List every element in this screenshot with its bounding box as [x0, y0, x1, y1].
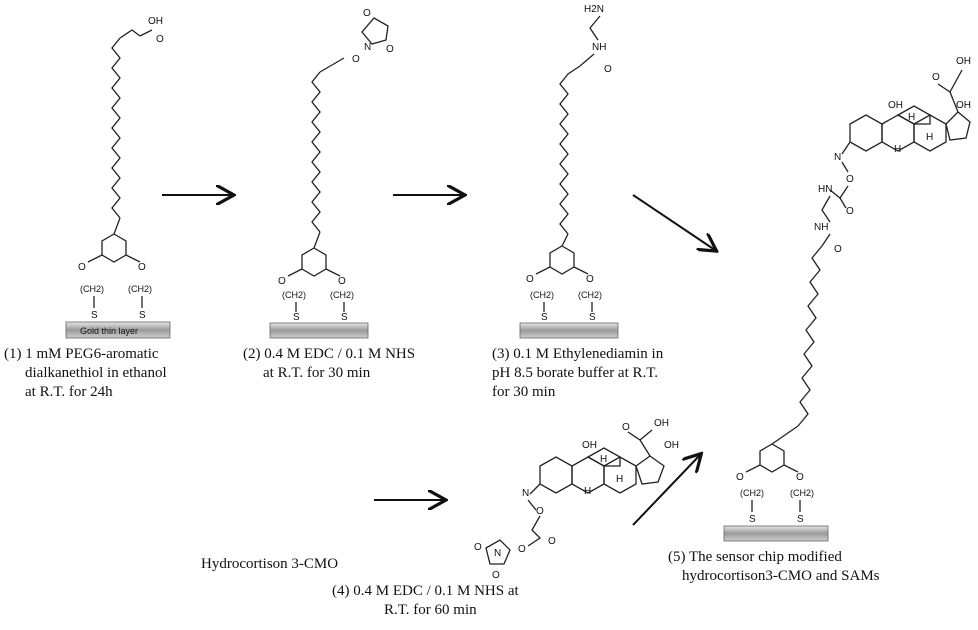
steroid-h-1: H [600, 454, 607, 465]
final-steroid-ring-c2 [913, 114, 947, 152]
final-oxime-n: N [834, 152, 841, 163]
acid-oh-label: OH [148, 16, 163, 27]
caption-step-4: (4) 0.4 M EDC / 0.1 M NHS at R.T. for 60… [332, 583, 522, 618]
sulfur-right-2: S [341, 312, 348, 323]
gold-surface-2 [269, 322, 369, 339]
ether-o-right-2: O [338, 276, 346, 287]
nhs-ring-2 [361, 17, 389, 45]
structure-1: OH O O O (CH2) (CH2) S S Gold thin layer [65, 16, 171, 339]
final-sulfur-right: S [797, 514, 804, 525]
structure-2: O N O O O O (CH2) (CH2) S S [269, 8, 394, 339]
acid-o-label: O [156, 34, 164, 45]
peg-chain-2 [311, 71, 321, 233]
benzene-ring-2 [301, 247, 327, 277]
amine-h2n-label-3: H2N [584, 4, 604, 15]
final-nh-label: NH [814, 222, 828, 233]
final-alkyl-left: (CH2) [740, 488, 764, 498]
steroid-ring-a [539, 456, 573, 494]
final-h-1: H [908, 112, 915, 123]
sulfur-right-1: S [139, 310, 146, 321]
nhs-o-top-4: O [474, 542, 482, 553]
gold-surface-3 [519, 322, 619, 339]
caption-step-3: (3) 0.1 M Ethylenediamin in pH 8.5 borat… [492, 346, 667, 400]
sulfur-left-3: S [541, 312, 548, 323]
final-oh-17: OH [956, 100, 971, 111]
alkyl-left-2: (CH2) [282, 290, 306, 300]
nhs-n-label-4: N [494, 548, 501, 559]
final-ether-o-left: O [736, 472, 744, 483]
steroid-oh-21: OH [654, 418, 669, 429]
alkyl-right-2: (CH2) [330, 290, 354, 300]
final-amide-o-2: O [834, 244, 842, 255]
nhs-n-label-2: N [364, 42, 371, 53]
final-amide-o-1: O [846, 206, 854, 217]
cmo-ester-o: O [518, 544, 526, 555]
final-o-ketone: O [932, 72, 940, 83]
oxime-n-label: N [522, 488, 529, 499]
steroid-h-2: H [616, 474, 623, 485]
gold-surface-5 [723, 525, 829, 542]
nhs-o-bottom-4: O [492, 570, 500, 581]
amide-o-label-3: O [604, 64, 612, 75]
caption-step-1: (1) 1 mM PEG6-aromatic dialkanethiol in … [4, 346, 170, 400]
final-oxime-o: O [846, 174, 854, 185]
nhs-ring-4 [485, 539, 511, 565]
final-peg-chain [797, 245, 823, 427]
nhs-o-bottom-2: O [386, 44, 394, 55]
nhs-o-top-2: O [363, 8, 371, 19]
final-oh-11: OH [888, 100, 903, 111]
peg-chain-1 [111, 37, 121, 219]
alkyl-left-1: (CH2) [80, 284, 104, 294]
steroid-ring-c [586, 447, 621, 467]
final-sensor-structure: O OH OH OH H H H N O HN O NH O O O (CH2)… [723, 56, 971, 542]
final-steroid-ring-c [896, 105, 931, 125]
ether-o-left-2: O [278, 276, 286, 287]
alkyl-left-3: (CH2) [530, 290, 554, 300]
arrow-step-5 [632, 455, 700, 526]
hydrocortison-label: Hydrocortison 3-CMO [201, 556, 338, 572]
gold-surface-1 [65, 321, 171, 339]
arrow-step-3 [632, 194, 715, 250]
benzene-ring-3 [549, 245, 575, 275]
steroid-ring-c2 [603, 456, 637, 494]
ether-o-left-1: O [78, 262, 86, 273]
cmo-carbonyl-o: O [548, 536, 556, 547]
final-hn-label: HN [818, 184, 832, 195]
alkyl-right-3: (CH2) [578, 290, 602, 300]
caption-step-5: (5) The sensor chip modified hydrocortis… [668, 549, 880, 584]
sulfur-left-1: S [91, 310, 98, 321]
final-sulfur-left: S [749, 514, 756, 525]
peg-chain-3 [559, 65, 581, 235]
oxime-o-label: O [536, 506, 544, 517]
final-steroid-ring-d [945, 111, 971, 141]
hydrocortison-cmo-structure: O OH OH OH H H H N O O O N O O [474, 418, 679, 581]
final-steroid-ring-a [849, 114, 883, 152]
steroid-h-3: H [584, 486, 591, 497]
ester-o-label-2: O [352, 54, 360, 65]
final-alkyl-right: (CH2) [790, 488, 814, 498]
steroid-oh-17: OH [664, 440, 679, 451]
ether-o-right-1: O [138, 262, 146, 273]
steroid-o-ketone: O [622, 422, 630, 433]
gold-label: Gold thin layer [80, 326, 138, 336]
structure-3: O NH H2N O O (CH2) (CH2) S S [519, 4, 619, 339]
ether-o-right-3: O [586, 274, 594, 285]
amide-nh-label-3: NH [592, 42, 606, 53]
alkyl-right-1: (CH2) [128, 284, 152, 294]
steroid-ring-d [635, 455, 665, 485]
benzene-ring-1 [101, 233, 127, 263]
final-h-3: H [894, 144, 901, 155]
final-h-2: H [926, 132, 933, 143]
final-benzene [759, 443, 785, 473]
caption-step-2: (2) 0.4 M EDC / 0.1 M NHS at R.T. for 30… [243, 346, 419, 381]
steroid-oh-11: OH [582, 440, 597, 451]
final-ether-o-right: O [796, 472, 804, 483]
ether-o-left-3: O [526, 274, 534, 285]
sulfur-right-3: S [589, 312, 596, 323]
sulfur-left-2: S [293, 312, 300, 323]
final-oh-21: OH [956, 56, 971, 67]
